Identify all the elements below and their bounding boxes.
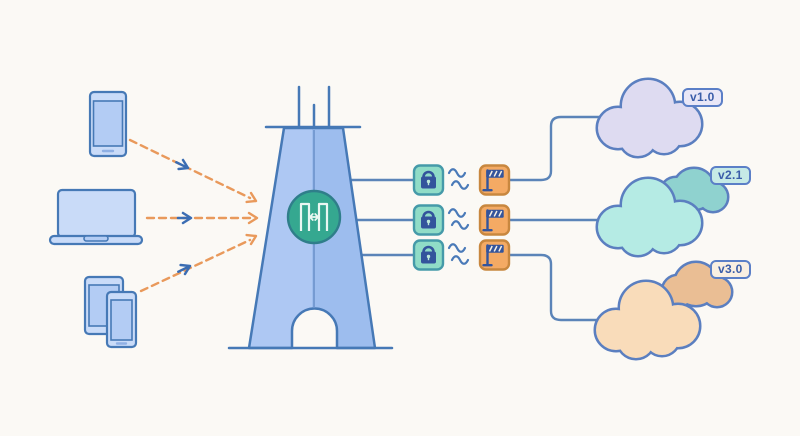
- lock-icon: [421, 210, 436, 229]
- connector-route-1: [509, 115, 600, 182]
- version-badge-v2: v2.1: [710, 166, 751, 185]
- arrowhead-orange-icon: [245, 233, 258, 246]
- lock-box-1: [412, 164, 445, 196]
- barrier-box-3: [478, 239, 511, 271]
- arrowhead-orange-icon: [245, 191, 258, 204]
- barrier-icon: [482, 209, 504, 232]
- api-gateway-icon: [299, 202, 329, 231]
- barrier-box-1: [478, 164, 511, 196]
- tablet-phone-icon: [83, 275, 138, 349]
- barrier-icon: [482, 169, 504, 192]
- smartphone-icon: [88, 90, 128, 158]
- cloud-v2-icon: [595, 166, 730, 258]
- cloud-v3-icon: [593, 260, 734, 361]
- gateway-tower: [227, 85, 394, 350]
- request-arrow-phone: [128, 138, 258, 204]
- connector-route-3: [509, 253, 600, 322]
- lock-icon: [421, 170, 436, 189]
- wave-icon: [447, 168, 470, 190]
- request-arrow-laptop: [145, 211, 259, 225]
- arrow-blue-icon: [177, 263, 192, 276]
- barrier-icon: [482, 244, 504, 267]
- arrow-blue-icon: [176, 211, 193, 225]
- wave-icon: [447, 243, 470, 265]
- version-badge-v1: v1.0: [682, 88, 723, 107]
- version-badge-v3: v3.0: [710, 260, 751, 279]
- barrier-box-2: [478, 204, 511, 236]
- lock-box-3: [412, 239, 445, 271]
- cloud-v1-icon: [595, 77, 704, 159]
- lock-icon: [421, 245, 436, 264]
- laptop-icon: [48, 188, 144, 246]
- request-arrow-tablet: [139, 233, 258, 293]
- arrow-blue-icon: [175, 158, 190, 171]
- wave-icon: [447, 208, 470, 230]
- lock-box-2: [412, 204, 445, 236]
- arrowhead-orange-icon: [247, 211, 259, 225]
